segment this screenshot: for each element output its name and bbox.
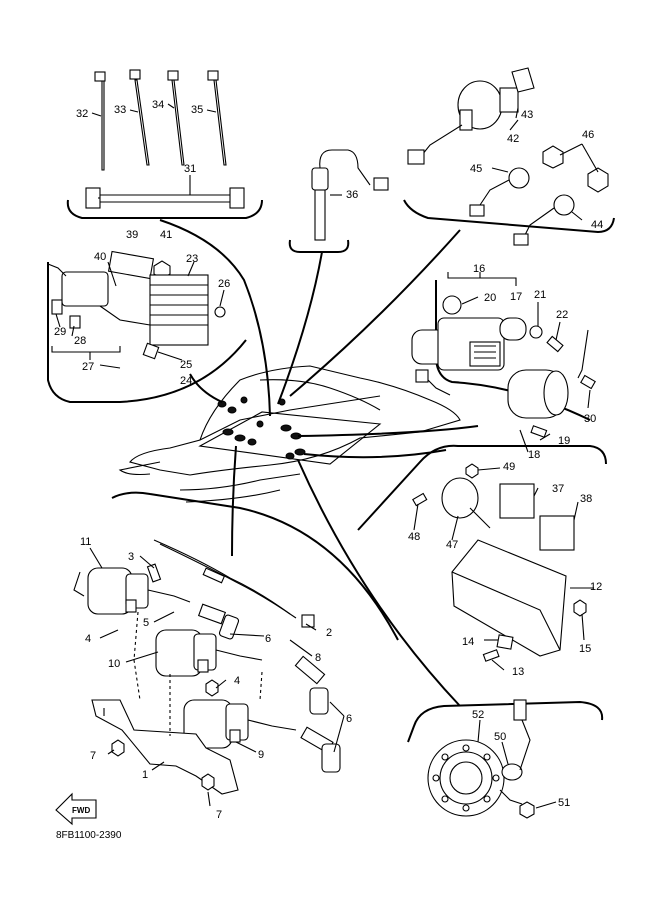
callout-21: 21: [534, 289, 546, 301]
callout-24: 24: [180, 375, 192, 387]
component-markers: [217, 396, 306, 460]
callout-6b: 6: [346, 713, 352, 725]
callout-42: 42: [507, 133, 519, 145]
callout-14: 14: [462, 636, 474, 648]
callout-31: 31: [184, 163, 196, 175]
callout-47: 47: [446, 539, 458, 551]
callout-49: 49: [503, 461, 515, 473]
magneto-group: [407, 699, 604, 819]
callout-39: 39: [126, 229, 138, 241]
callout-50: 50: [494, 731, 506, 743]
callout-52: 52: [472, 709, 484, 721]
callout-labels: 1 2 3 4 4 5 6 6 7 7 8 9 10 11 12 13 14 1…: [54, 99, 603, 821]
callout-46: 46: [582, 129, 594, 141]
callout-15: 15: [579, 643, 591, 655]
callout-13: 13: [512, 666, 524, 678]
callout-33: 33: [114, 104, 126, 116]
cable-tie-group: [66, 69, 263, 219]
reference-arrows: [159, 219, 479, 707]
callout-2: 2: [326, 627, 332, 639]
callout-35: 35: [191, 104, 203, 116]
callout-30: 30: [584, 413, 596, 425]
callout-44: 44: [591, 219, 603, 231]
cdi-group: [357, 444, 607, 671]
callout-32: 32: [76, 108, 88, 120]
callout-3: 3: [128, 551, 134, 563]
callout-26: 26: [218, 278, 230, 290]
callout-10: 10: [108, 658, 120, 670]
callout-29: 29: [54, 326, 66, 338]
callout-1: 1: [142, 769, 148, 781]
callout-6: 6: [265, 633, 271, 645]
callout-45: 45: [470, 163, 482, 175]
callout-25: 25: [180, 359, 192, 371]
callout-5: 5: [143, 617, 149, 629]
callout-7b: 7: [216, 809, 222, 821]
callout-4b: 4: [234, 675, 240, 687]
callout-43: 43: [521, 109, 533, 121]
callout-4: 4: [85, 633, 91, 645]
snowmobile-outline: [118, 365, 461, 503]
callout-23: 23: [186, 253, 198, 265]
callout-40: 40: [94, 251, 106, 263]
callout-16: 16: [473, 263, 485, 275]
callout-38: 38: [580, 493, 592, 505]
fwd-label: FWD: [72, 806, 90, 815]
starter-group: [411, 272, 596, 453]
drawing-code: 8FB1100-2390: [56, 830, 122, 841]
callout-37: 37: [552, 483, 564, 495]
regulator-group: [47, 250, 247, 403]
key-switch-group: [403, 67, 615, 246]
sensor-36-group: [288, 149, 389, 253]
callout-19: 19: [558, 435, 570, 447]
callout-20: 20: [484, 292, 496, 304]
callout-28: 28: [74, 335, 86, 347]
callout-18: 18: [528, 449, 540, 461]
callout-8: 8: [315, 652, 321, 664]
callout-22: 22: [556, 309, 568, 321]
callout-9: 9: [258, 749, 264, 761]
callout-34: 34: [152, 99, 164, 111]
magneto-holes: [432, 744, 500, 812]
callout-48: 48: [408, 531, 420, 543]
callout-41: 41: [160, 229, 172, 241]
callout-7: 7: [90, 750, 96, 762]
callout-36: 36: [346, 189, 358, 201]
fwd-arrow-icon: FWD: [55, 792, 97, 826]
callout-17: 17: [510, 291, 522, 303]
ignition-coil-group: [73, 491, 399, 807]
callout-12: 12: [590, 581, 602, 593]
callout-51: 51: [558, 797, 570, 809]
callout-27: 27: [82, 361, 94, 373]
callout-11: 11: [80, 536, 91, 548]
